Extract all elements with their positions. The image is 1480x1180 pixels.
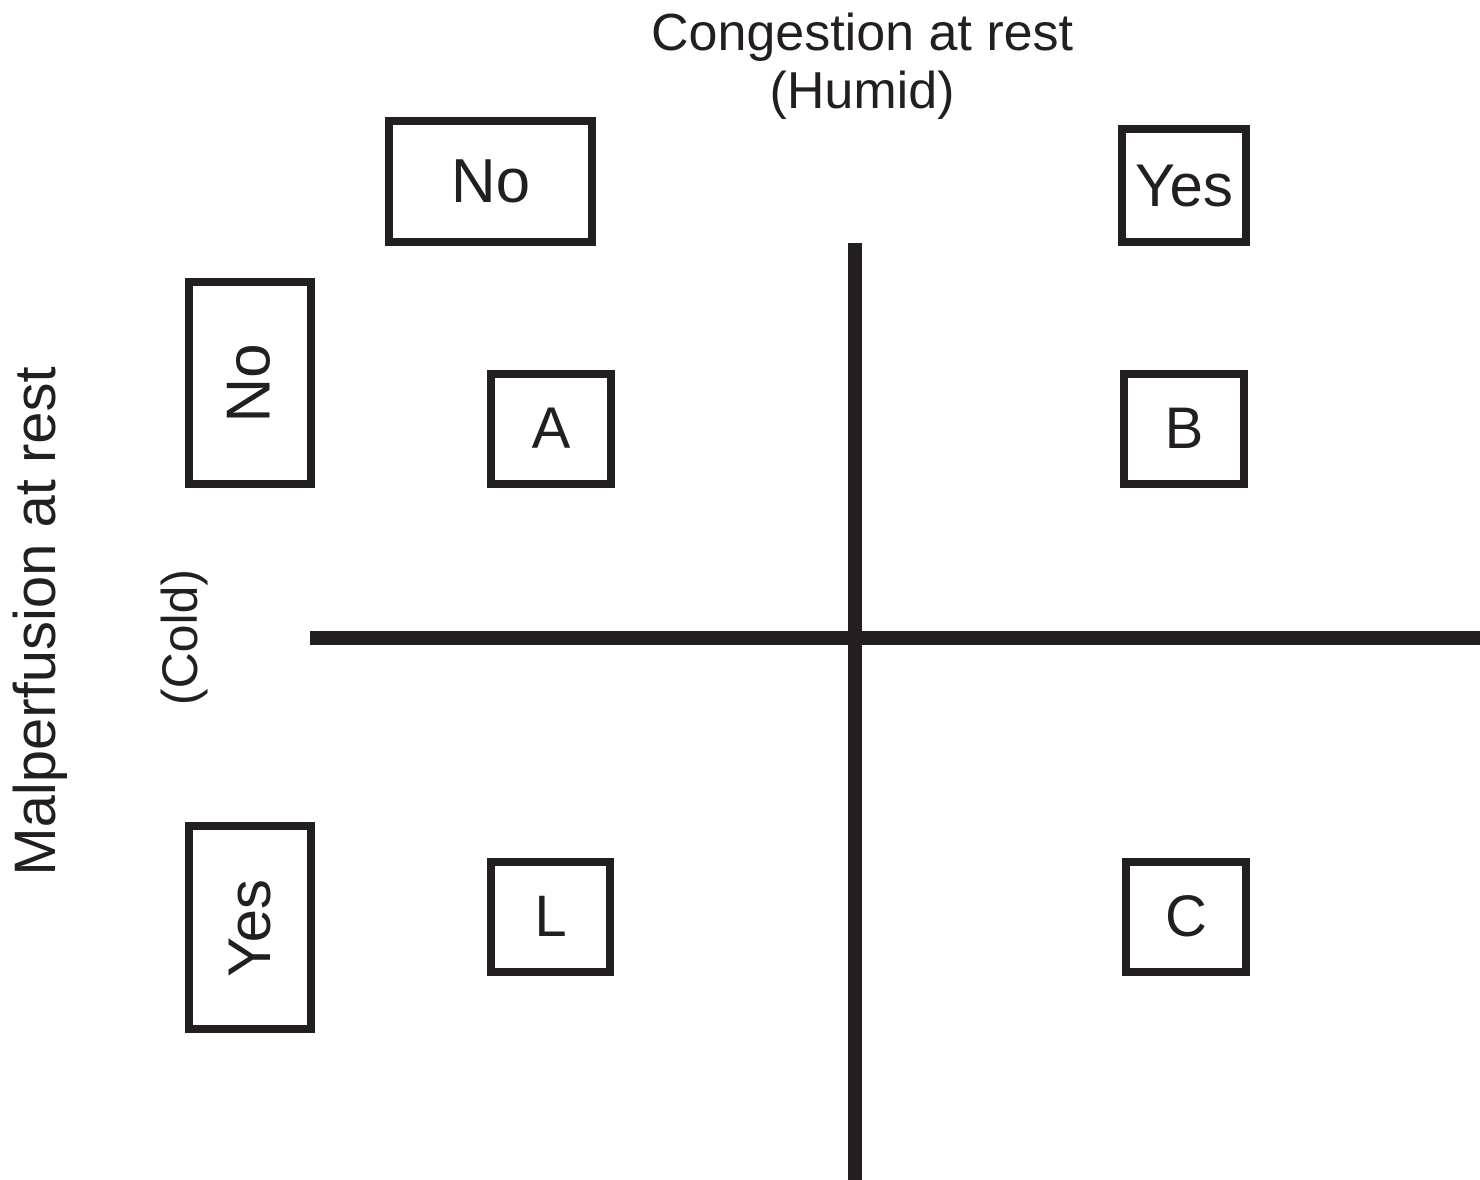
horizontal-axis-line [310,631,1480,645]
x-axis-title: Congestion at rest (Humid) [462,4,1262,120]
quadrant-cell-b: B [1120,370,1248,488]
quadrant-cell-b-label: B [1164,396,1204,461]
column-header-yes-label: Yes [1135,151,1233,219]
row-header-yes: Yes [185,822,315,1033]
row-header-no-label: No [214,343,284,423]
x-axis-title-line1: Congestion at rest [650,4,1074,62]
row-header-yes-label: Yes [215,878,283,977]
quadrant-cell-l-label: L [534,884,567,949]
quadrant-cell-a: A [487,370,615,488]
y-axis-subtitle: (Cold) [152,568,208,706]
row-header-no: No [185,278,315,488]
quadrant-cell-l: L [487,858,614,976]
quadrant-cell-a-label: A [531,396,571,461]
column-header-no-label: No [450,146,531,216]
x-axis-title-line2: (Humid) [769,62,955,121]
y-axis-title: Malperfusion at rest [3,366,68,876]
column-header-yes: Yes [1118,125,1250,246]
vertical-axis-line [848,243,862,1180]
column-header-no: No [385,117,596,246]
quadrant-cell-c-label: C [1165,884,1207,949]
quadrant-cell-c: C [1122,858,1250,976]
